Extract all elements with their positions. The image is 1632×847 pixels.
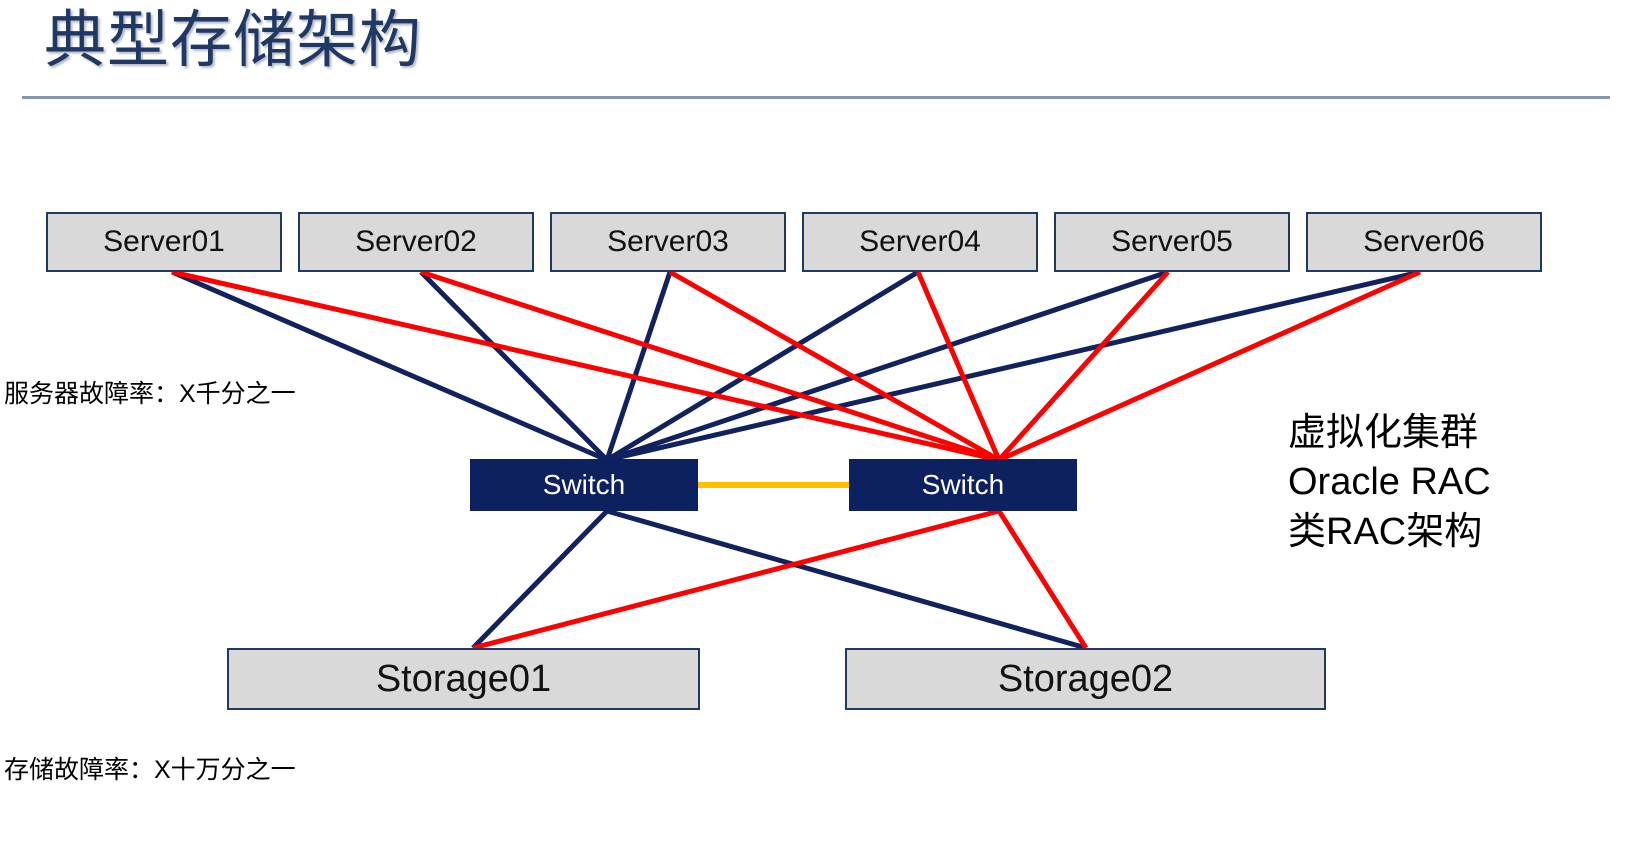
side-panel-line-3: 类RAC架构 [1288, 510, 1483, 553]
node-label: Switch [542, 469, 626, 500]
node-server-04[interactable]: Server04 [802, 212, 1038, 272]
link-server-5-to-switch-a [606, 269, 1169, 463]
node-storage-01[interactable]: Storage01 [227, 648, 700, 710]
link-server-3-to-switch-a [604, 271, 673, 461]
link-server-2-to-switch-a [419, 270, 609, 462]
node-label: Storage02 [997, 657, 1174, 700]
node-label: Server06 [1363, 225, 1485, 258]
link-server-3-to-switch-b [668, 269, 1001, 463]
node-label: Server03 [607, 225, 729, 258]
link-server-4-to-switch-a [605, 269, 920, 463]
link-server-4-to-switch-b [915, 271, 1002, 461]
node-server-01[interactable]: Server01 [46, 212, 282, 272]
node-label: Server02 [355, 225, 477, 258]
page-title: 典型存储架构 [44, 6, 423, 75]
link-switch-b-to-storage-01 [472, 508, 1000, 651]
side-panel-line-2: Oracle RAC [1288, 461, 1491, 504]
node-label: Switch [921, 469, 1005, 500]
node-switch-a[interactable]: Switch [470, 459, 698, 511]
title-divider [22, 96, 1610, 99]
note-storage-failure-rate: 存储故障率：X十万分之一 [4, 756, 296, 784]
side-panel-line-1: 虚拟化集群 [1288, 412, 1479, 454]
note-server-failure-rate: 服务器故障率：X千分之一 [4, 380, 296, 408]
node-label: Server04 [859, 225, 981, 258]
node-storage-02[interactable]: Storage02 [845, 648, 1326, 710]
node-label: Server01 [103, 225, 225, 258]
side-panel-cluster-notes: 虚拟化集群 Oracle RAC 类RAC架构 [1288, 409, 1491, 557]
node-label: Server05 [1111, 225, 1233, 258]
node-server-06[interactable]: Server06 [1306, 212, 1542, 272]
link-server-1-to-switch-a [171, 269, 608, 463]
node-server-05[interactable]: Server05 [1054, 212, 1290, 272]
link-server-2-to-switch-b [420, 269, 1000, 463]
link-switch-a-to-storage-01 [471, 509, 609, 650]
link-server-6-to-switch-b [997, 269, 1422, 463]
node-label: Storage01 [375, 657, 552, 700]
node-switch-b[interactable]: Switch [849, 459, 1077, 511]
node-server-03[interactable]: Server03 [550, 212, 786, 272]
link-switch-b-to-storage-02 [996, 509, 1089, 650]
link-server-6-to-switch-a [606, 269, 1421, 463]
link-switch-a-to-storage-02 [606, 508, 1087, 651]
link-server-1-to-switch-b [171, 269, 1000, 463]
node-server-02[interactable]: Server02 [298, 212, 534, 272]
link-server-5-to-switch-b [997, 270, 1170, 462]
